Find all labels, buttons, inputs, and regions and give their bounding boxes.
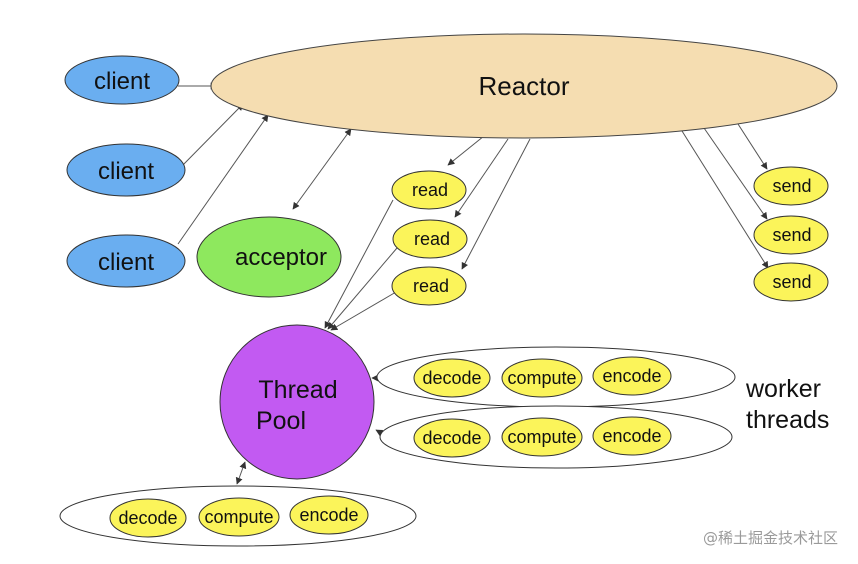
- read-node: read: [391, 170, 467, 210]
- send-label: send: [772, 225, 811, 245]
- edge-reactor-read1: [447, 135, 485, 166]
- thread-pool-node: Thread Pool: [219, 324, 375, 480]
- compute-task: [198, 497, 280, 537]
- decode-task: [413, 418, 491, 458]
- encode-task: [289, 495, 369, 535]
- reactor-label: Reactor: [478, 71, 569, 101]
- edge-client3-reactor: [177, 114, 269, 245]
- client-label: client: [98, 249, 154, 276]
- thread-pool-label-line2: Pool: [256, 407, 306, 435]
- edge-reactor-send2: [703, 127, 768, 220]
- compute-task: [501, 417, 583, 457]
- edge-acceptor-reactor: [292, 128, 352, 210]
- send-node: send: [753, 215, 829, 255]
- edge-reactor-send3: [681, 130, 769, 269]
- read-label: read: [413, 276, 449, 296]
- edge-pool-worker3: [235, 461, 247, 485]
- decode-label: decode: [118, 508, 177, 528]
- decode-task: [109, 498, 187, 538]
- acceptor-node: acceptor: [196, 216, 342, 298]
- read-node: read: [392, 219, 468, 259]
- send-label: send: [772, 272, 811, 292]
- compute-label: compute: [507, 368, 576, 388]
- client-label: client: [98, 158, 154, 185]
- edge-client2-reactor: [179, 103, 244, 169]
- edge-read3-pool: [330, 291, 397, 331]
- worker-threads-label-line2: threads: [746, 406, 829, 434]
- worker-group: decode compute encode: [376, 346, 736, 408]
- edge-read1-pool: [324, 199, 394, 329]
- send-label: send: [772, 176, 811, 196]
- watermark-text: @稀土掘金技术社区: [703, 529, 838, 547]
- edge-reactor-read2: [454, 138, 509, 218]
- client-label: client: [94, 68, 150, 95]
- encode-label: encode: [602, 366, 661, 386]
- decode-label: decode: [422, 368, 481, 388]
- edge-reactor-read3: [461, 138, 531, 270]
- client-node: client: [66, 143, 186, 197]
- decode-label: decode: [422, 428, 481, 448]
- encode-task: [592, 356, 672, 396]
- compute-task: [501, 358, 583, 398]
- read-label: read: [412, 180, 448, 200]
- worker-threads-label-line1: worker: [745, 375, 821, 403]
- edges: [177, 82, 769, 485]
- read-node: read: [391, 266, 467, 306]
- send-node: send: [753, 166, 829, 206]
- worker-group: decode compute encode: [379, 405, 733, 469]
- encode-label: encode: [299, 505, 358, 525]
- acceptor-label: acceptor: [235, 244, 327, 271]
- reactor-node: Reactor: [210, 33, 838, 139]
- read-label: read: [414, 229, 450, 249]
- thread-pool-label-line1: Thread: [258, 376, 337, 404]
- client-node: client: [66, 234, 186, 288]
- compute-label: compute: [507, 427, 576, 447]
- edge-read2-pool: [327, 247, 398, 330]
- send-node: send: [753, 262, 829, 302]
- encode-label: encode: [602, 426, 661, 446]
- edge-reactor-send1: [737, 123, 768, 170]
- worker-group: decode compute encode: [59, 485, 417, 547]
- compute-label: compute: [204, 507, 273, 527]
- decode-task: [413, 358, 491, 398]
- client-node: client: [64, 55, 180, 105]
- encode-task: [592, 416, 672, 456]
